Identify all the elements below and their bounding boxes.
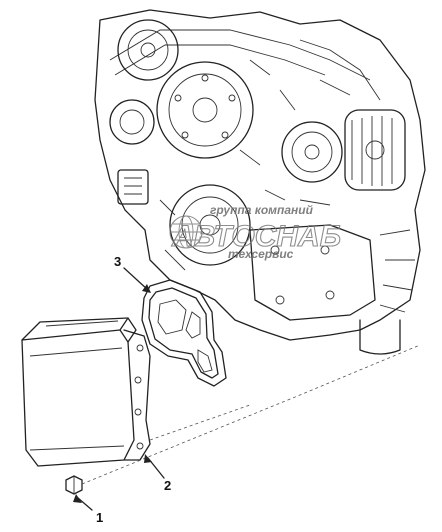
callout-2: 2 (164, 478, 171, 493)
watermark: группа компаний АВТОСНАБ техсервис (169, 203, 342, 261)
bolt (65, 475, 83, 495)
leaders (73, 267, 165, 511)
watermark-globe-logo (169, 215, 203, 249)
callout-3: 3 (114, 254, 121, 269)
watermark-line1: группа компаний (210, 203, 314, 217)
oil-cooler (21, 317, 151, 467)
watermark-line2: АВТОСНАБ (171, 220, 341, 253)
gasket (141, 279, 227, 387)
callout-1: 1 (96, 510, 103, 525)
watermark-line3: техсервис (228, 247, 294, 261)
engine-block (94, 9, 426, 355)
alignment-lines (81, 344, 421, 485)
